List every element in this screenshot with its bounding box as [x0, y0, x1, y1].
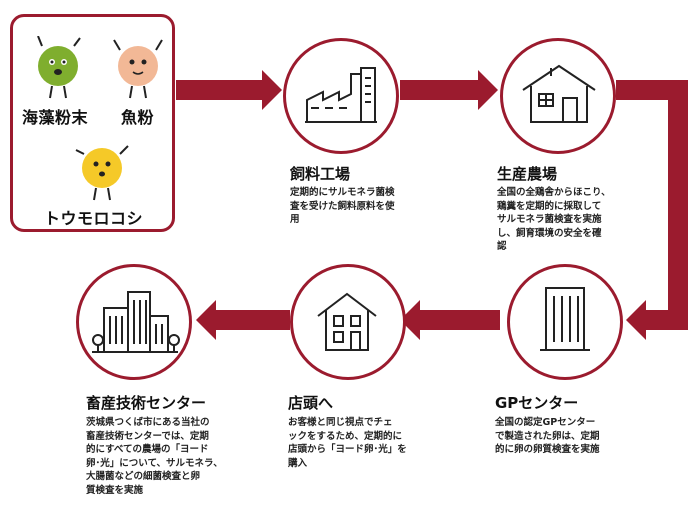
tech-description: 茨城県つくば市にある当社の 畜産技術センターでは、定期 的にすべての農場の「ヨー…: [86, 417, 223, 496]
gp-title: GPセンター: [495, 394, 579, 412]
store-title: 店頭へ: [288, 394, 334, 412]
arrow-box-to-factory: [176, 70, 282, 110]
ingredient-label-seaweed: 海藻粉末: [22, 108, 89, 127]
factory-description: 定期的にサルモネラ菌検 査を受けた飼料原料を使 用: [290, 187, 395, 225]
building-icon: [540, 284, 590, 354]
ingredient-label-fishmeal: 魚粉: [121, 108, 155, 127]
seaweed-mascot-icon: [30, 36, 86, 100]
farm-description: 全国の全鶏舎からほこり、 鶏糞を定期的に採取して サルモネラ菌検査を実施 し、飼…: [497, 187, 611, 252]
fishmeal-mascot-icon: [110, 36, 166, 100]
store-circle: [290, 264, 406, 380]
store-description: お客様と同じ視点でチェ ックをするため、定期的に 店頭から「ヨード卵･光」を 購…: [288, 417, 407, 469]
farm-title: 生産農場: [497, 165, 558, 183]
arrow-farm-to-gp: [616, 80, 688, 340]
farm-circle: [500, 38, 616, 154]
arrow-store-to-tech: [196, 300, 290, 340]
corn-mascot-icon: [72, 140, 132, 202]
arrow-factory-to-farm: [400, 70, 498, 110]
house-icon: [316, 290, 378, 352]
factory-circle: [283, 38, 399, 154]
campus-icon: [90, 288, 180, 354]
gp-description: 全国の認定GPセンター で製造された卵は、定期 的に卵の卵質検査を実施: [495, 417, 600, 455]
ingredient-label-corn: トウモロコシ: [44, 209, 144, 228]
farmhouse-icon: [521, 64, 597, 124]
tech-title: 畜産技術センター: [86, 394, 207, 412]
factory-title: 飼料工場: [290, 165, 351, 183]
arrow-gp-to-store: [400, 300, 500, 340]
gp-circle: [507, 264, 623, 380]
factory-icon: [303, 64, 379, 124]
